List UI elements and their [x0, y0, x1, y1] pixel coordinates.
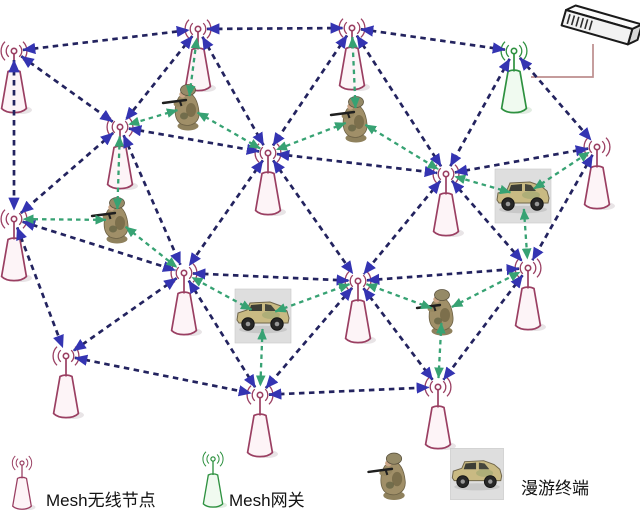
mesh-link-n11-n13: [450, 179, 524, 263]
mesh-link-gw-n7: [518, 56, 593, 142]
mesh-node-n7: [583, 137, 615, 210]
mesh-link-n2-n5: [124, 35, 194, 121]
soldier-terminal-s1: [161, 84, 200, 131]
mesh-link-n6-n11: [276, 149, 438, 178]
mesh-link-n5-n6: [128, 125, 260, 155]
legend-mesh-node-icon: [11, 455, 36, 510]
terminal-link-s2-n5: [112, 135, 125, 210]
gateway-node-gw: [500, 41, 532, 114]
terminal-link-s3-n6: [275, 121, 347, 151]
mesh-link-n3-n6: [271, 34, 349, 147]
terminal-link-v2-n14: [255, 328, 267, 387]
mesh-link-n14-n15: [268, 382, 430, 400]
terminal-link-v1-n11: [454, 174, 511, 195]
mesh-link-n1-n5: [20, 55, 114, 123]
legend-vehicle-icon: [450, 448, 504, 500]
terminal-link-s1-n2: [185, 37, 201, 97]
mesh-link-n6-n12: [272, 159, 354, 275]
terminal-link-s3-n11: [364, 123, 439, 171]
mesh-link-n5-n9: [122, 134, 182, 266]
terminal-link-v2-n9: [191, 276, 253, 311]
terminal-link-v1-n7: [533, 151, 591, 190]
server-box: [560, 4, 640, 46]
mesh-node-n8: [0, 209, 32, 282]
mesh-link-n12-n15: [362, 287, 434, 381]
mesh-node-n2: [184, 19, 216, 92]
legend-label-mesh-node: Mesh无线节点: [46, 491, 156, 510]
mesh-link-n12-n13: [366, 263, 520, 286]
legend-label-roaming-terminal: 漫游终端: [521, 479, 589, 498]
mesh-node-n13: [514, 258, 546, 331]
mesh-link-gw-n11: [449, 58, 511, 167]
terminal-link-s4-n15: [434, 322, 446, 379]
terminal-link-s2-n8: [22, 214, 107, 225]
terminal-link-s4-n13: [451, 271, 521, 309]
mesh-link-n1-n2: [22, 25, 190, 55]
terminal-link-s1-n6: [196, 111, 261, 150]
mesh-link-n8-n10: [15, 226, 65, 349]
mesh-link-n9-n10: [72, 277, 178, 352]
mesh-link-n10-n14: [74, 354, 252, 397]
terminal-link-s1-n5: [128, 108, 178, 127]
mesh-node-n11: [432, 164, 464, 237]
vehicle-terminal-v2: [234, 288, 292, 344]
terminal-link-s4-n12: [366, 283, 433, 310]
mesh-link-n9-n12: [192, 268, 350, 286]
gateway-uplink-wire: [531, 44, 594, 78]
terminal-link-s2-n9: [124, 225, 178, 269]
soldier-terminal-s3: [329, 96, 368, 143]
legend-label-mesh-gateway: Mesh网关: [229, 491, 305, 510]
mesh-link-n3-n11: [355, 34, 443, 168]
mesh-link-n11-n12: [362, 180, 442, 275]
mesh-node-n12: [344, 271, 376, 344]
soldier-terminal-s4: [415, 289, 454, 336]
terminal-link-s3-n3: [348, 36, 360, 109]
mesh-node-n14: [246, 385, 278, 458]
mesh-link-n2-n3: [206, 22, 344, 35]
mesh-link-n3-gw: [360, 25, 506, 54]
mesh-link-n5-n8: [19, 131, 115, 215]
mesh-link-n6-n9: [188, 159, 264, 267]
vehicle-terminal-v1: [494, 168, 552, 224]
legend-mesh-gateway-icon: [202, 451, 228, 509]
legend-soldier-icon: [367, 452, 406, 500]
mesh-link-n8-n9: [22, 220, 176, 272]
mesh-node-n15: [424, 377, 456, 450]
mesh-node-n1: [0, 41, 32, 114]
